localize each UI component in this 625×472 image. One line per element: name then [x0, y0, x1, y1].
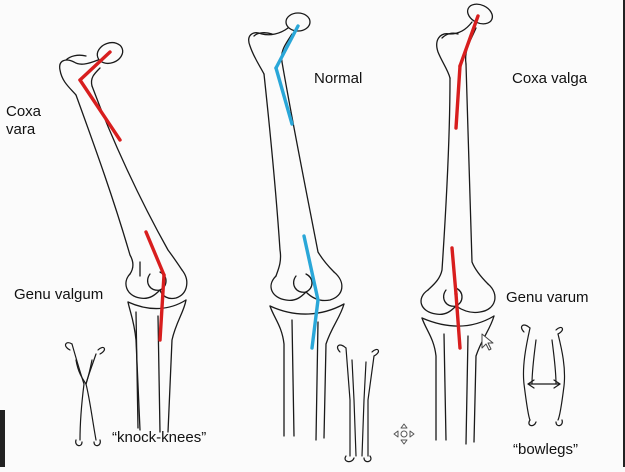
bowlegs-figure: [520, 324, 566, 427]
tibia-fibula-middle: [269, 303, 345, 441]
coxa-valga-axis: [450, 14, 480, 350]
frame-right-edge: [623, 0, 625, 467]
femur-coxa-vara: [59, 41, 188, 300]
normal-legs-figure: [336, 344, 380, 463]
normal-axis: [274, 24, 320, 350]
label-genu-varum: Genu varum: [506, 289, 589, 306]
tibia-fibula-left: [127, 299, 187, 433]
label-normal: Normal: [314, 70, 363, 87]
frame-left-bottom-edge: [0, 410, 5, 467]
knock-knees-figure: [64, 342, 106, 447]
label-coxa-vara-line1: Coxa: [6, 103, 42, 120]
label-coxa-valga: Coxa valga: [512, 70, 588, 87]
move-cursor-icon: [393, 423, 415, 445]
mouse-pointer-icon: [481, 333, 494, 351]
femur-coxa-valga: [420, 3, 496, 316]
label-genu-valgum: Genu valgum: [14, 286, 104, 303]
label-knock-knees: “knock-knees”: [112, 429, 207, 446]
label-bowlegs: “bowlegs”: [513, 441, 579, 458]
label-coxa-vara-line2: vara: [6, 121, 36, 138]
coxa-vara-axis: [78, 50, 166, 342]
femur-normal: [248, 12, 343, 302]
bowlegs-gap-arrow: [527, 379, 561, 389]
